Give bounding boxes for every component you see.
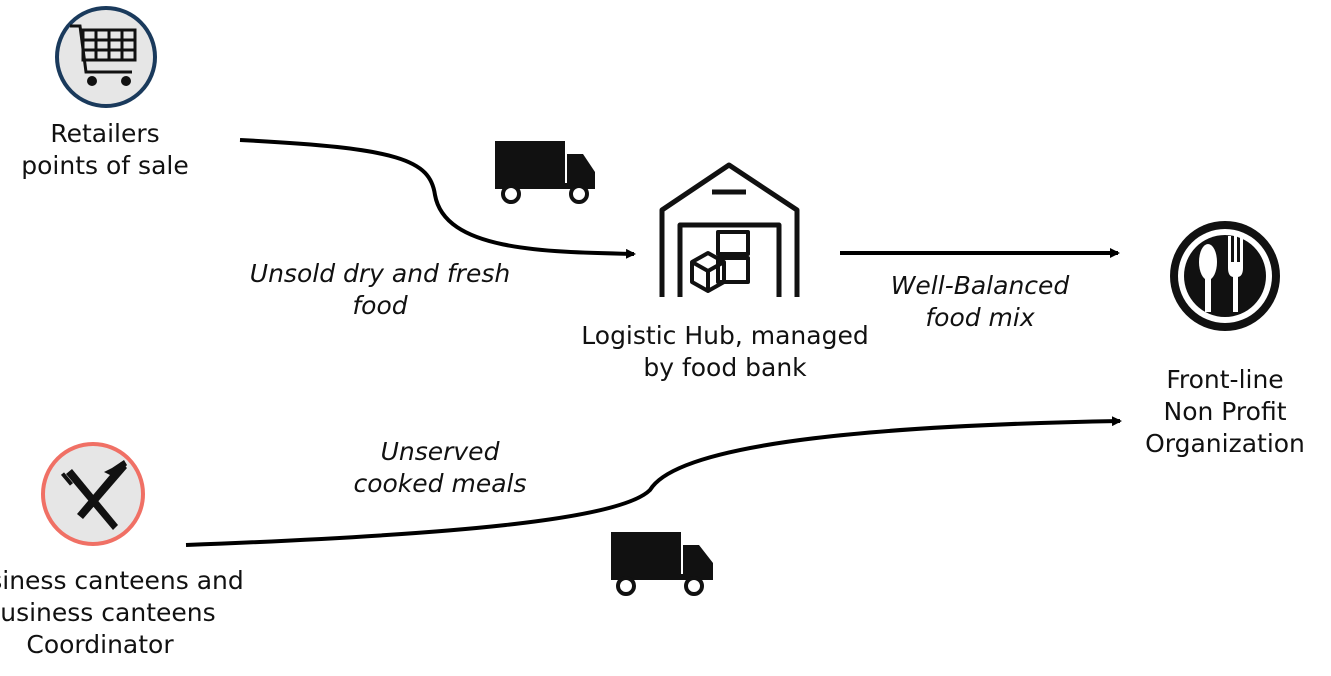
flow-label-unsold: Unsold dry and fresh food (200, 258, 560, 322)
plate-cutlery-icon (1170, 221, 1280, 331)
knife-fork-icon (43, 444, 143, 544)
canteens-label: Business canteens and business canteens … (0, 565, 270, 661)
nonprofit-label: Front-line Non Profit Organization (1130, 364, 1320, 460)
retailers-label: Retailers points of sale (0, 118, 210, 182)
flow-label-balanced: Well-Balanced food mix (850, 270, 1110, 334)
shopping-cart-icon (57, 8, 155, 106)
delivery-truck-icon (495, 141, 595, 202)
delivery-truck-icon (611, 532, 713, 594)
flow-arrow-canteens-to-nonprofit (186, 421, 1120, 545)
hub-label: Logistic Hub, managed by food bank (555, 320, 895, 384)
flow-label-unserved: Unserved cooked meals (330, 436, 550, 500)
warehouse-icon (662, 165, 797, 297)
